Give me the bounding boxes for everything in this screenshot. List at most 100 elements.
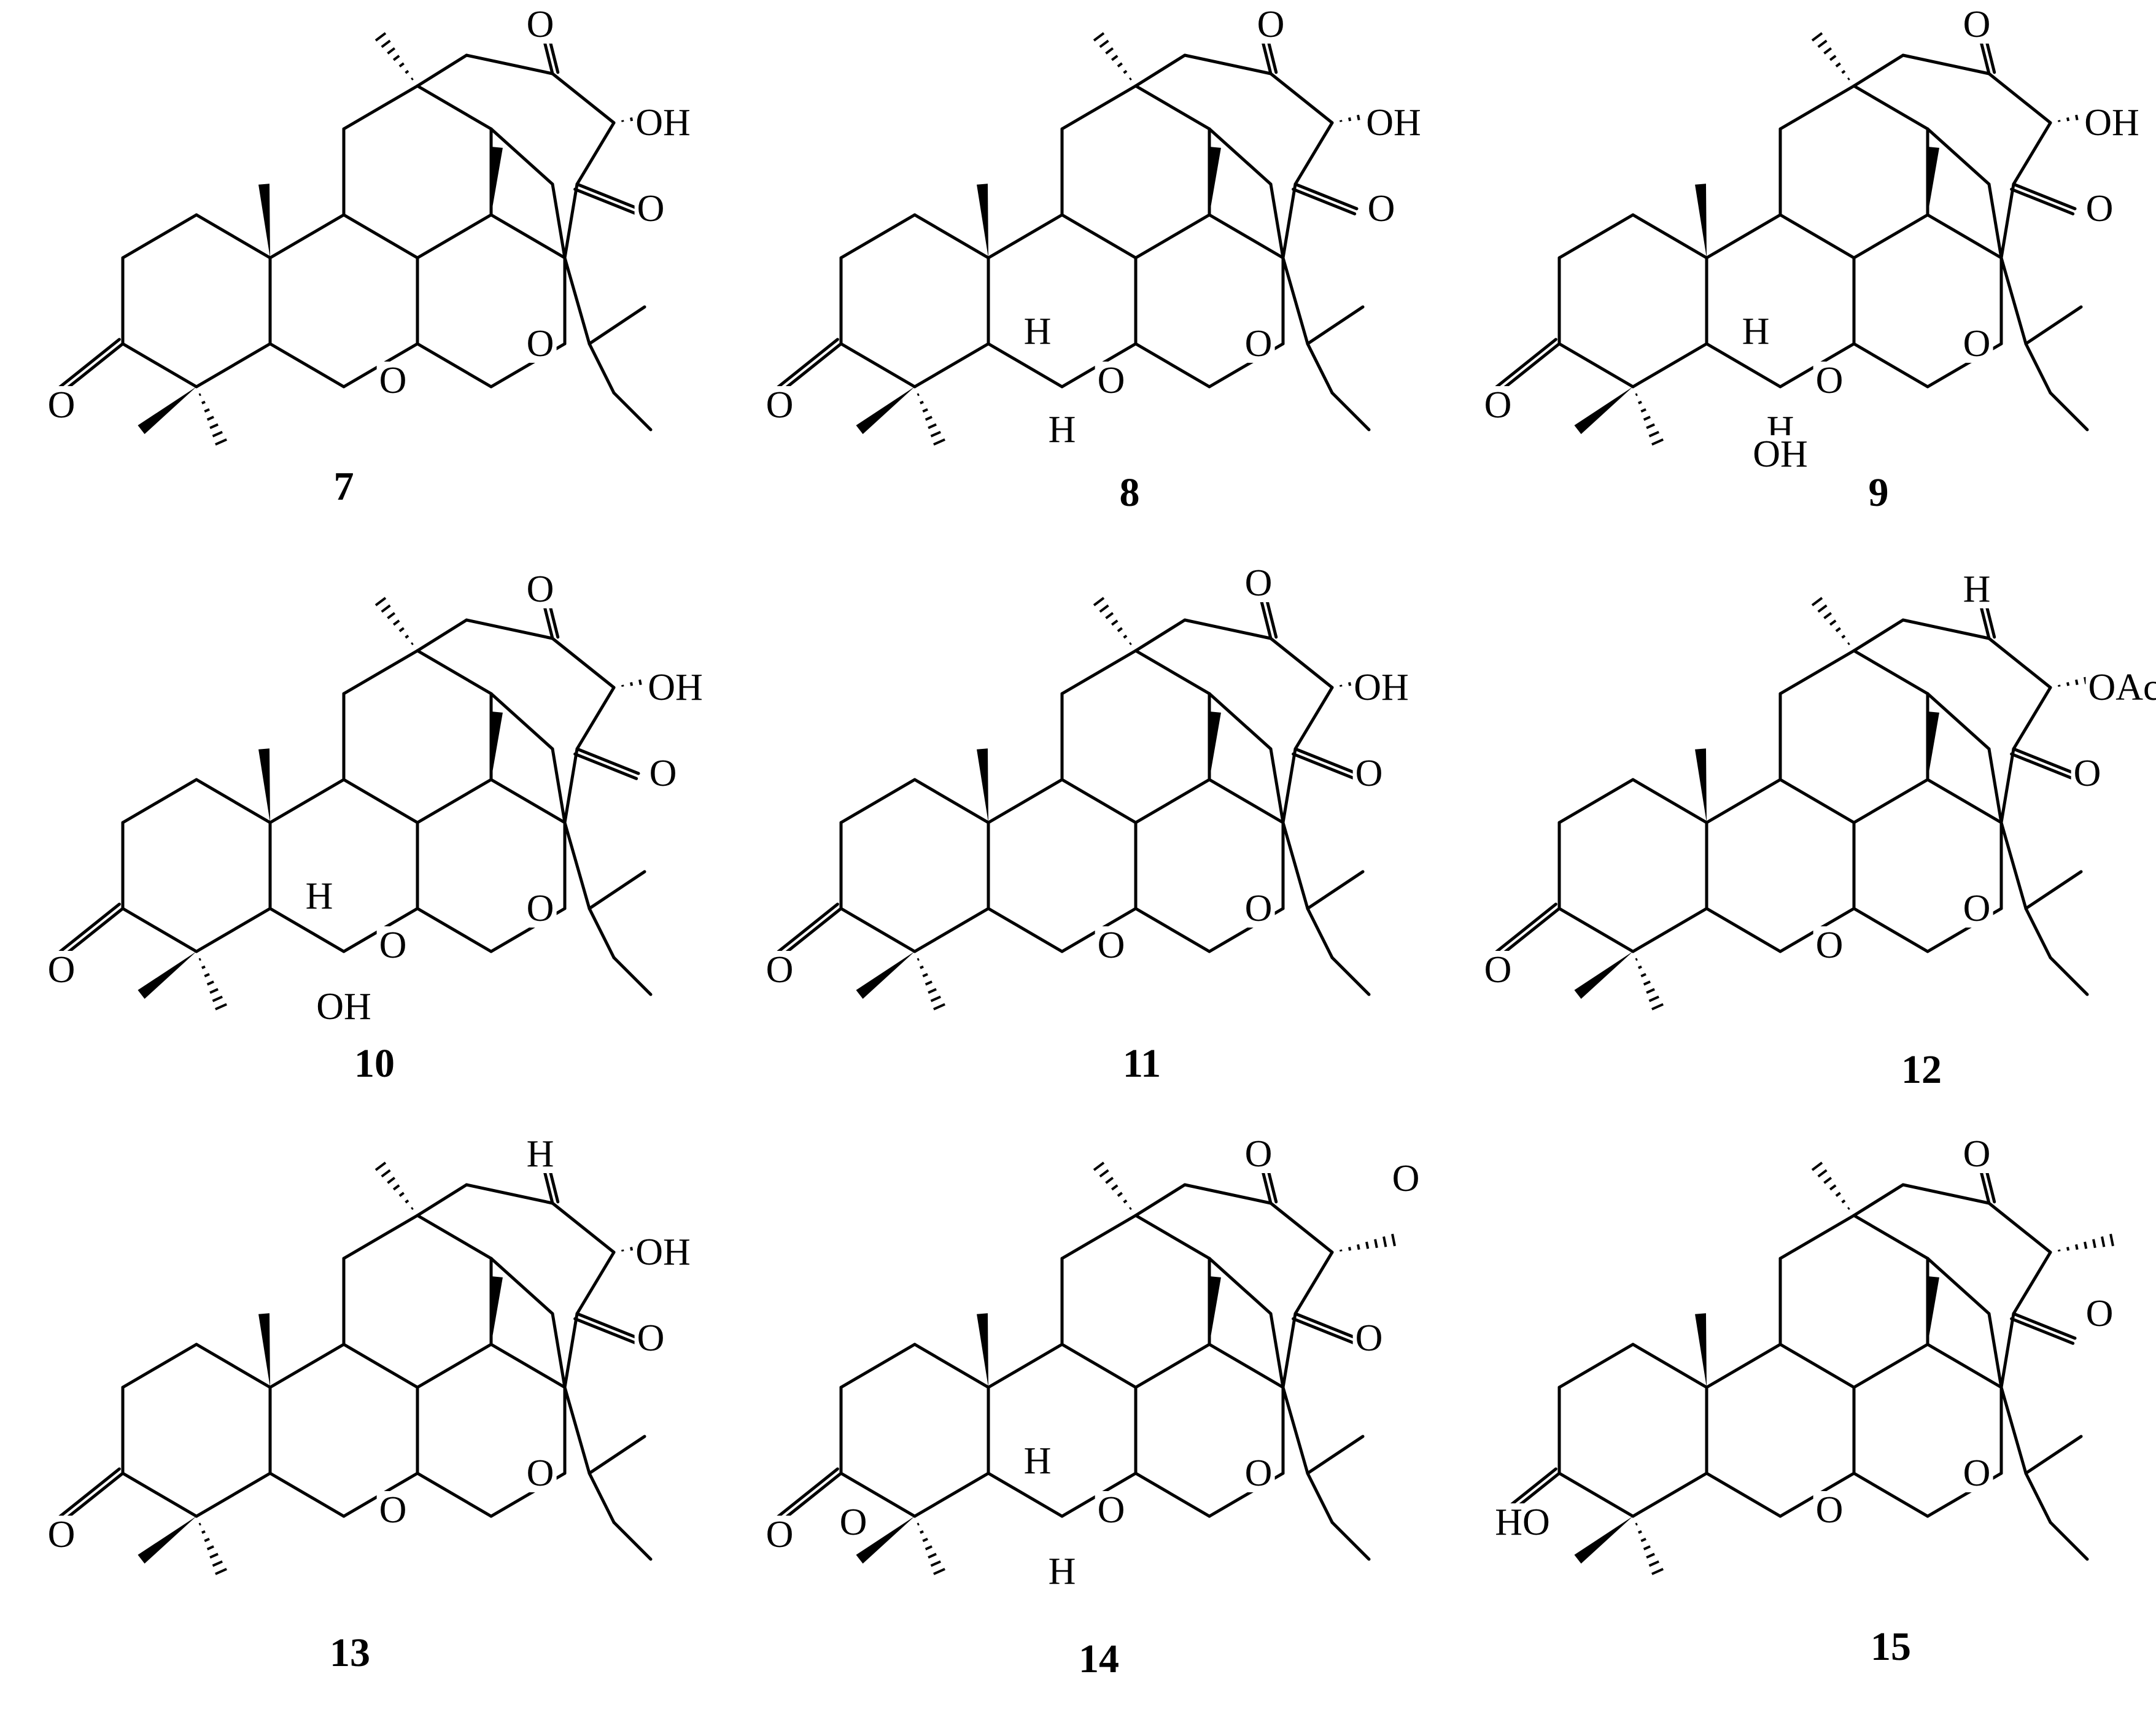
compound-number: 13 xyxy=(330,1630,370,1675)
single-bond xyxy=(913,907,990,953)
single-bond xyxy=(1060,1214,1138,1260)
single-bond xyxy=(195,342,272,389)
single-bond xyxy=(268,778,346,824)
compound-number: 9 xyxy=(1868,470,1889,515)
single-bond xyxy=(612,1521,653,1561)
single-bond xyxy=(2024,907,2052,959)
single-bond xyxy=(489,213,567,260)
wedge-bond xyxy=(138,387,196,435)
single-bond xyxy=(416,84,493,131)
single-bond xyxy=(987,907,1064,953)
single-bond xyxy=(1183,618,1273,640)
hash-bond xyxy=(1093,32,1132,81)
atom-label: O xyxy=(376,926,409,964)
single-bond xyxy=(2024,1435,2083,1475)
single-bond xyxy=(1293,686,1334,751)
single-bond xyxy=(1852,84,1929,131)
single-bond xyxy=(416,1183,468,1217)
single-bond xyxy=(551,747,567,824)
structure-skeleton xyxy=(774,1151,1396,1575)
wedge-bond xyxy=(856,387,915,435)
single-bond xyxy=(195,1343,272,1389)
double-bond-line xyxy=(575,182,640,211)
single-bond xyxy=(563,821,591,910)
atom-label: OH xyxy=(2082,104,2142,142)
single-bond xyxy=(1926,127,1991,186)
atom-label: OH xyxy=(633,104,693,142)
atom-label: O xyxy=(1095,362,1128,400)
atom-label: O xyxy=(2071,754,2104,792)
double-bond-line xyxy=(778,342,843,395)
single-bond xyxy=(1134,907,1211,953)
structure-skeleton xyxy=(774,21,1396,446)
single-bond xyxy=(1852,213,1929,260)
single-bond xyxy=(987,213,1064,260)
single-bond xyxy=(1987,747,2003,824)
single-bond xyxy=(1631,213,1708,260)
single-bond xyxy=(416,213,493,260)
atom-label: HO xyxy=(1492,1503,1553,1541)
hash-bond xyxy=(1340,1233,1396,1252)
single-bond xyxy=(416,53,468,88)
atom-label: O xyxy=(524,325,557,363)
single-bond xyxy=(1183,53,1273,76)
single-bond xyxy=(1852,778,1929,824)
atom-label: O xyxy=(1242,564,1275,602)
single-bond xyxy=(1269,1201,1334,1254)
atom-label: O xyxy=(1389,1160,1422,1198)
single-bond xyxy=(551,182,567,260)
atom-label: O xyxy=(1242,889,1275,928)
single-bond xyxy=(1269,182,1285,260)
double-bond-line xyxy=(778,907,843,959)
hash-bond xyxy=(917,1522,945,1575)
single-bond xyxy=(1281,256,1309,346)
atom-label: O xyxy=(1352,754,1386,792)
single-bond xyxy=(1330,956,1371,996)
single-bond xyxy=(465,53,554,76)
compound-number: 14 xyxy=(1079,1637,1119,1681)
single-bond xyxy=(1987,637,2052,689)
structure-skeleton xyxy=(1492,1151,2114,1575)
double-bond-line xyxy=(60,1471,125,1524)
atom-label: O xyxy=(1242,325,1275,363)
single-bond xyxy=(1901,1183,1991,1205)
single-bond xyxy=(1134,342,1211,389)
atom-label: O xyxy=(376,1491,409,1529)
single-bond xyxy=(987,1343,1064,1389)
atom-label: OH xyxy=(1351,668,1411,707)
single-bond xyxy=(1134,1471,1211,1518)
single-bond xyxy=(416,907,493,953)
single-bond xyxy=(1778,1214,1856,1260)
single-bond xyxy=(575,121,616,186)
single-bond xyxy=(839,778,917,824)
single-bond xyxy=(913,778,990,824)
single-bond xyxy=(1557,213,1635,260)
single-bond xyxy=(1705,342,1782,389)
single-bond xyxy=(2012,1250,2052,1316)
structure-skeleton xyxy=(1492,586,2114,1010)
single-bond xyxy=(121,907,198,953)
wedge-bond xyxy=(977,184,988,258)
wedge-bond xyxy=(1574,951,1633,999)
double-bond-line xyxy=(774,902,839,955)
single-bond xyxy=(1134,778,1211,824)
single-bond xyxy=(1134,1183,1187,1217)
single-bond xyxy=(1901,618,1991,640)
atom-label: O xyxy=(1960,889,1993,928)
single-bond xyxy=(563,256,591,346)
atom-label: O xyxy=(1352,1319,1386,1357)
single-bond xyxy=(839,213,917,260)
wedge-bond xyxy=(1574,1516,1633,1564)
single-bond xyxy=(563,747,579,824)
single-bond xyxy=(913,342,990,389)
double-bond-line xyxy=(778,1471,843,1524)
single-bond xyxy=(1778,1343,1856,1389)
atom-label: O xyxy=(1960,325,1993,363)
single-bond xyxy=(1306,870,1365,910)
double-bond-line xyxy=(573,1317,638,1345)
single-bond xyxy=(1281,747,1297,824)
single-bond xyxy=(2012,121,2052,186)
